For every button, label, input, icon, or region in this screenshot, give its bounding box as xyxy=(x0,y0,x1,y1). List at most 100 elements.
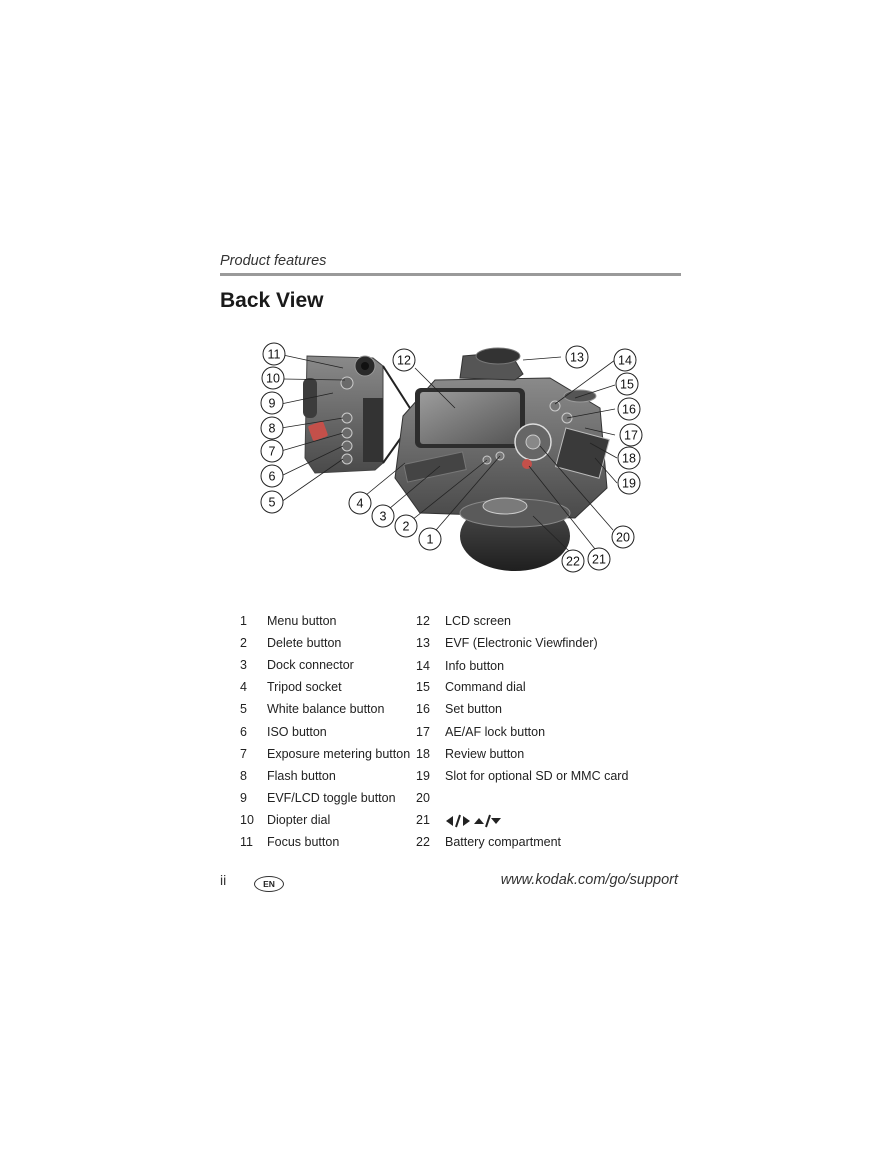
legend-number: 13 xyxy=(416,636,430,650)
legend-label: Review button xyxy=(445,747,525,761)
legend-label: Battery compartment xyxy=(445,835,562,849)
callout-16: 16 xyxy=(617,397,641,421)
page-number: ii xyxy=(220,872,227,888)
callout-number: 17 xyxy=(624,429,638,443)
support-url[interactable]: www.kodak.com/go/support xyxy=(500,872,678,888)
page-title: Back View xyxy=(220,289,324,312)
legend-number: 15 xyxy=(416,680,430,694)
callout-3: 3 xyxy=(371,504,395,528)
legend-label xyxy=(445,813,503,828)
callout-22: 22 xyxy=(561,549,585,573)
callout-number: 13 xyxy=(570,351,584,365)
callout-4: 4 xyxy=(348,491,372,515)
callout-number: 2 xyxy=(403,520,410,534)
legend-number: 21 xyxy=(416,813,430,827)
header-rule xyxy=(220,273,681,276)
legend-label: Info button xyxy=(445,659,505,673)
callout-21: 21 xyxy=(587,547,611,571)
callout-12: 12 xyxy=(392,348,416,372)
left-right-arrows-icon xyxy=(446,814,470,828)
legend-label: EVF (Electronic Viewfinder) xyxy=(445,636,598,650)
callout-number: 9 xyxy=(269,397,276,411)
callout-number: 6 xyxy=(269,470,276,484)
side-panel-inset xyxy=(303,355,416,474)
callout-number: 8 xyxy=(269,422,276,436)
legend-number: 17 xyxy=(416,725,430,739)
legend-number: 8 xyxy=(240,769,247,783)
legend-label: Command dial xyxy=(445,680,526,694)
legend-label: LCD screen xyxy=(445,614,511,628)
legend-label: Flash button xyxy=(267,769,336,783)
callout-19: 19 xyxy=(617,471,641,495)
callout-8: 8 xyxy=(260,416,284,440)
callout-9: 9 xyxy=(260,391,284,415)
callout-number: 7 xyxy=(269,445,276,459)
legend-label: Set button xyxy=(445,702,502,716)
legend-label: ISO button xyxy=(267,725,327,739)
callout-number: 3 xyxy=(380,510,387,524)
callout-number: 21 xyxy=(592,553,606,567)
callout-number: 18 xyxy=(622,452,636,466)
legend-number: 2 xyxy=(240,636,247,650)
callout-18: 18 xyxy=(617,446,641,470)
legend-number: 6 xyxy=(240,725,247,739)
legend-number: 5 xyxy=(240,702,247,716)
callout-number: 19 xyxy=(622,477,636,491)
legend-label: White balance button xyxy=(267,702,385,716)
callout-number: 10 xyxy=(266,372,280,386)
legend-number: 9 xyxy=(240,791,247,805)
legend-number: 16 xyxy=(416,702,430,716)
legend-number: 12 xyxy=(416,614,430,628)
legend-label: AE/AF lock button xyxy=(445,725,546,739)
callout-13: 13 xyxy=(565,345,589,369)
language-badge: EN xyxy=(254,876,284,892)
callout-14: 14 xyxy=(613,348,637,372)
legend-label: Tripod socket xyxy=(267,680,342,694)
callout-2: 2 xyxy=(394,514,418,538)
callout-number: 15 xyxy=(620,378,634,392)
callout-number: 14 xyxy=(618,354,632,368)
legend-number: 22 xyxy=(416,835,430,849)
callout-20: 20 xyxy=(611,525,635,549)
legend-number: 20 xyxy=(416,791,430,805)
legend-number: 14 xyxy=(416,659,430,673)
callout-number: 16 xyxy=(622,403,636,417)
legend-label: Exposure metering button xyxy=(267,747,411,761)
callout-17: 17 xyxy=(619,423,643,447)
callout-number: 12 xyxy=(397,354,411,368)
callout-6: 6 xyxy=(260,464,284,488)
callout-15: 15 xyxy=(615,372,639,396)
callout-7: 7 xyxy=(260,439,284,463)
callout-5: 5 xyxy=(260,490,284,514)
callout-number: 1 xyxy=(427,533,434,547)
legend-label: Menu button xyxy=(267,614,337,628)
legend-label: EVF/LCD toggle button xyxy=(267,791,396,805)
callout-11: 11 xyxy=(262,342,286,366)
legend-number: 3 xyxy=(240,658,247,672)
callout-10: 10 xyxy=(261,366,285,390)
callout-number: 20 xyxy=(616,531,630,545)
legend-number: 7 xyxy=(240,747,247,761)
legend-label: Slot for optional SD or MMC card xyxy=(445,769,629,783)
legend-label: Diopter dial xyxy=(267,813,331,827)
callout-number: 22 xyxy=(566,555,580,569)
legend-label: Dock connector xyxy=(267,658,354,672)
legend-number: 18 xyxy=(416,747,430,761)
legend-number: 1 xyxy=(240,614,247,628)
callout-number: 11 xyxy=(268,348,281,362)
callout-leader-lines xyxy=(280,354,618,554)
callout-number: 4 xyxy=(357,497,364,511)
legend-number: 4 xyxy=(240,680,247,694)
legend-number: 10 xyxy=(240,813,254,827)
up-down-arrows-icon xyxy=(474,814,501,828)
legend-number: 11 xyxy=(240,835,253,849)
camera-body xyxy=(394,347,611,571)
section-label: Product features xyxy=(220,253,327,269)
legend-label: Focus button xyxy=(267,835,340,849)
legend-label: Delete button xyxy=(267,636,342,650)
callout-number: 5 xyxy=(269,496,276,510)
legend-number: 19 xyxy=(416,769,430,783)
callout-1: 1 xyxy=(418,527,442,551)
